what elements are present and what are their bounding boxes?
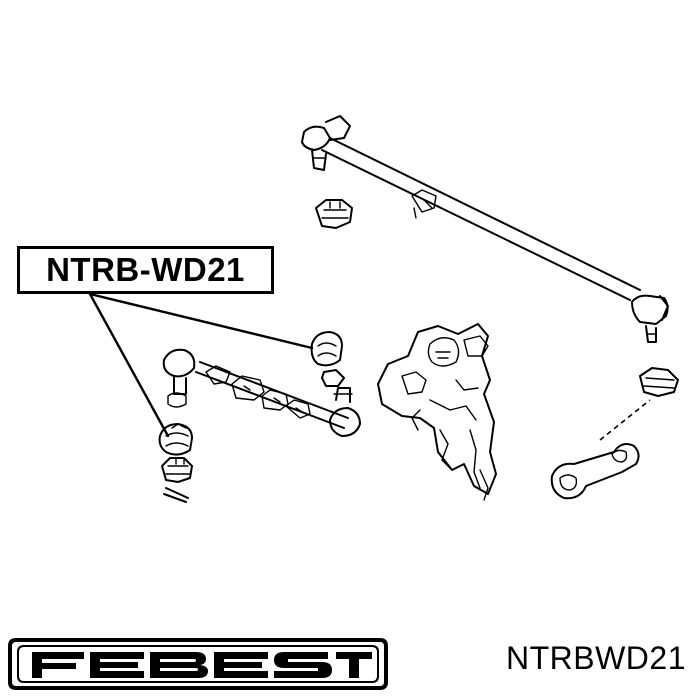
cotter-pin <box>163 487 189 503</box>
pitman-arm <box>550 399 651 500</box>
castle-nut-right <box>639 367 679 397</box>
lower-tie-rod <box>195 361 349 429</box>
upper-tie-rod <box>321 137 641 301</box>
steering-gear-box <box>377 323 497 501</box>
tie-rod-end-top-left <box>301 115 351 171</box>
tie-rod-end-lower-left <box>162 348 196 408</box>
part-callout-label: NTRB-WD21 <box>46 251 245 288</box>
bushing-upper <box>310 331 345 387</box>
part-number-code: NTRBWD21 <box>505 640 686 676</box>
tie-rod-end-right <box>631 294 669 343</box>
castle-nut-lower <box>161 457 193 483</box>
castle-nut-top <box>315 199 353 229</box>
febest-logo <box>8 638 388 690</box>
callout-leader-lines <box>88 292 314 438</box>
part-callout-box: NTRB-WD21 <box>17 246 274 294</box>
tie-rod-end-lower-right <box>329 387 361 437</box>
